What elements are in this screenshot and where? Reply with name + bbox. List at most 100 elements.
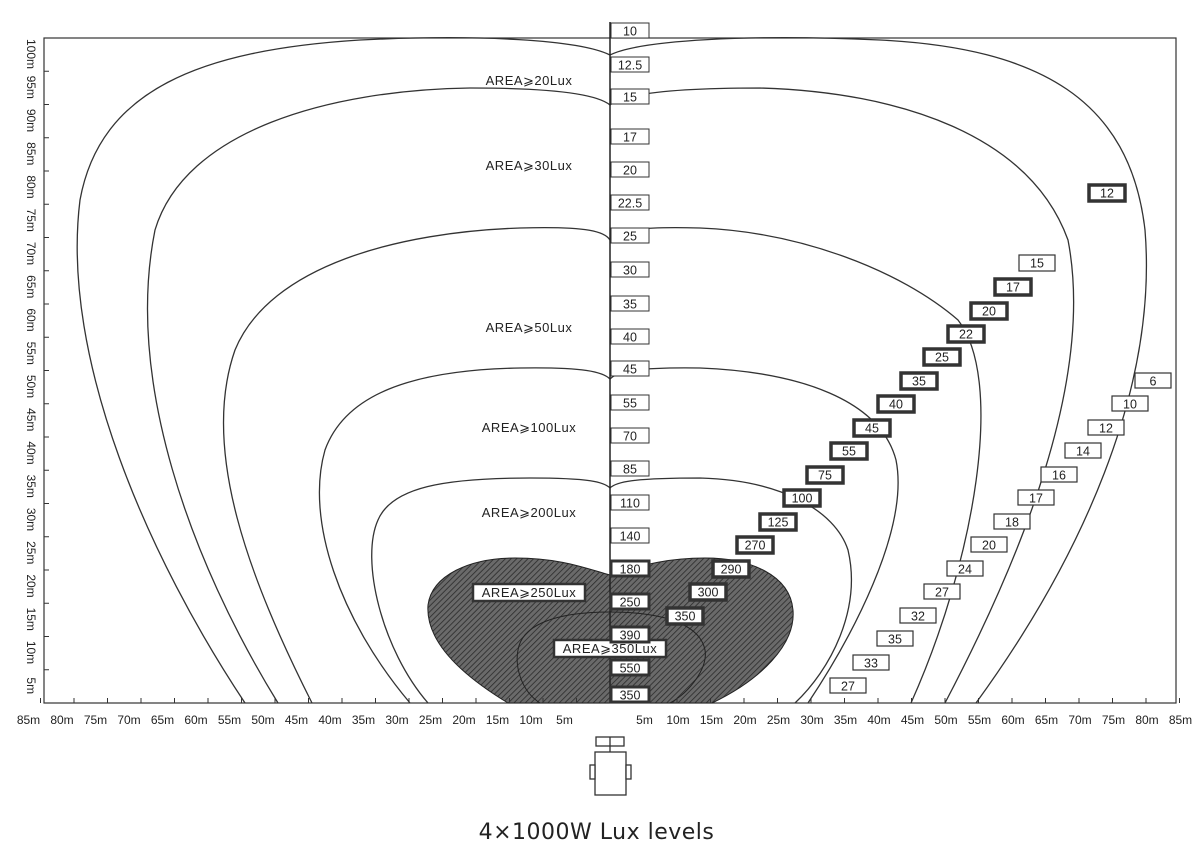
x-tick-label-left: 20m [452, 713, 475, 727]
center-value-box [610, 261, 650, 278]
x-tick-label-left: 10m [519, 713, 542, 727]
x-tick-label-left: 30m [385, 713, 408, 727]
bold-value: 290 [721, 563, 742, 577]
center-value: 140 [620, 530, 641, 544]
thin-value: 33 [864, 657, 878, 671]
center-value: 22.5 [618, 197, 642, 211]
bold-value: 75 [818, 469, 832, 483]
bold-value: 20 [982, 305, 996, 319]
thin-value-box [1040, 466, 1078, 483]
x-tick-label-left: 65m [151, 713, 174, 727]
y-tick-label: 100m [24, 39, 38, 69]
y-tick-label: 65m [24, 275, 38, 298]
x-tick-label-right: 15m [700, 713, 723, 727]
thin-value: 27 [841, 680, 855, 694]
center-value-box [609, 658, 651, 677]
x-tick-label-left: 75m [84, 713, 107, 727]
center-value-box [610, 227, 650, 244]
center-value: 20 [623, 164, 637, 178]
center-value: 17 [623, 131, 637, 145]
bold-value: 35 [912, 375, 926, 389]
thin-value-box [923, 583, 961, 600]
thin-value: 6 [1150, 375, 1157, 389]
bold-value-box [711, 559, 751, 579]
bold-value-box [829, 441, 869, 461]
thin-value-box [1111, 395, 1149, 412]
center-value-box [610, 494, 650, 511]
y-tick-label: 90m [24, 109, 38, 132]
center-value: 390 [620, 629, 641, 643]
x-tick-label-right: 45m [901, 713, 924, 727]
y-tick-label: 70m [24, 242, 38, 265]
x-tick-label-right: 60m [1001, 713, 1024, 727]
x-tick-label-left: 50m [251, 713, 274, 727]
bold-value: 270 [745, 539, 766, 553]
bold-value-box [876, 394, 916, 414]
center-value: 550 [620, 662, 641, 676]
x-tick-label-left: 5m [556, 713, 573, 727]
y-tick-label: 80m [24, 175, 38, 198]
x-tick-label-left: 60m [184, 713, 207, 727]
bold-value-box [993, 277, 1033, 297]
thin-value-box [829, 677, 867, 694]
thin-value-box [970, 536, 1008, 553]
x-tick-label-right: 30m [800, 713, 823, 727]
area-label: AREA⩾350Lux [563, 641, 657, 656]
bold-value-box [899, 371, 939, 391]
x-tick-label-right: 85m [1169, 713, 1192, 727]
thin-value-box [1134, 372, 1172, 389]
thin-value-box [876, 630, 914, 647]
bold-value: 300 [698, 586, 719, 600]
thin-value-box [993, 513, 1031, 530]
diagram-caption: 4×1000W Lux levels [478, 820, 715, 845]
center-value: 110 [620, 497, 640, 511]
thin-value: 32 [911, 610, 925, 624]
x-tick-label-right: 70m [1068, 713, 1091, 727]
thin-value-box [1087, 419, 1125, 436]
bold-value-box [782, 488, 822, 508]
x-tick-label-right: 5m [636, 713, 653, 727]
x-tick-label-right: 80m [1135, 713, 1158, 727]
thin-value-box [852, 654, 890, 671]
bold-value-box [735, 535, 775, 555]
y-tick-label: 15m [24, 608, 38, 631]
x-tick-label-right: 10m [666, 713, 689, 727]
bold-value: 25 [935, 351, 949, 365]
y-tick-label: 60m [24, 308, 38, 331]
thin-value: 20 [982, 539, 996, 553]
bold-value: 15 [1030, 257, 1044, 271]
area-label: AREA⩾30Lux [486, 158, 573, 173]
y-tick-label: 55m [24, 342, 38, 365]
x-tick-label-right: 25m [767, 713, 790, 727]
x-tick-label-right: 75m [1102, 713, 1125, 727]
x-tick-label-right: 40m [867, 713, 890, 727]
center-value-box [610, 88, 650, 105]
center-value-box [610, 161, 650, 178]
center-value: 35 [623, 298, 637, 312]
bold-value: 45 [865, 422, 879, 436]
center-value-box [610, 360, 650, 377]
center-value: 350 [620, 689, 641, 703]
center-value-box [610, 460, 650, 477]
x-tick-label-right: 55m [968, 713, 991, 727]
bold-value-box [758, 512, 798, 532]
x-tick-label-left: 35m [352, 713, 375, 727]
center-value: 40 [623, 331, 637, 345]
thin-value: 35 [888, 633, 902, 647]
thin-value: 24 [958, 563, 972, 577]
x-tick-label-right: 20m [733, 713, 756, 727]
thin-value: 10 [1123, 398, 1137, 412]
y-tick-label: 10m [24, 641, 38, 664]
center-value: 85 [623, 463, 637, 477]
bold-value: 100 [792, 492, 813, 506]
center-value-box [609, 592, 651, 611]
bold-value: 55 [842, 445, 856, 459]
x-tick-label-left: 55m [218, 713, 241, 727]
y-tick-label: 35m [24, 475, 38, 498]
y-tick-label: 30m [24, 508, 38, 531]
thin-value-box [1017, 489, 1055, 506]
center-value: 30 [623, 264, 637, 278]
center-value-box [609, 625, 651, 644]
thin-value: 12 [1099, 422, 1113, 436]
center-value: 70 [623, 430, 637, 444]
